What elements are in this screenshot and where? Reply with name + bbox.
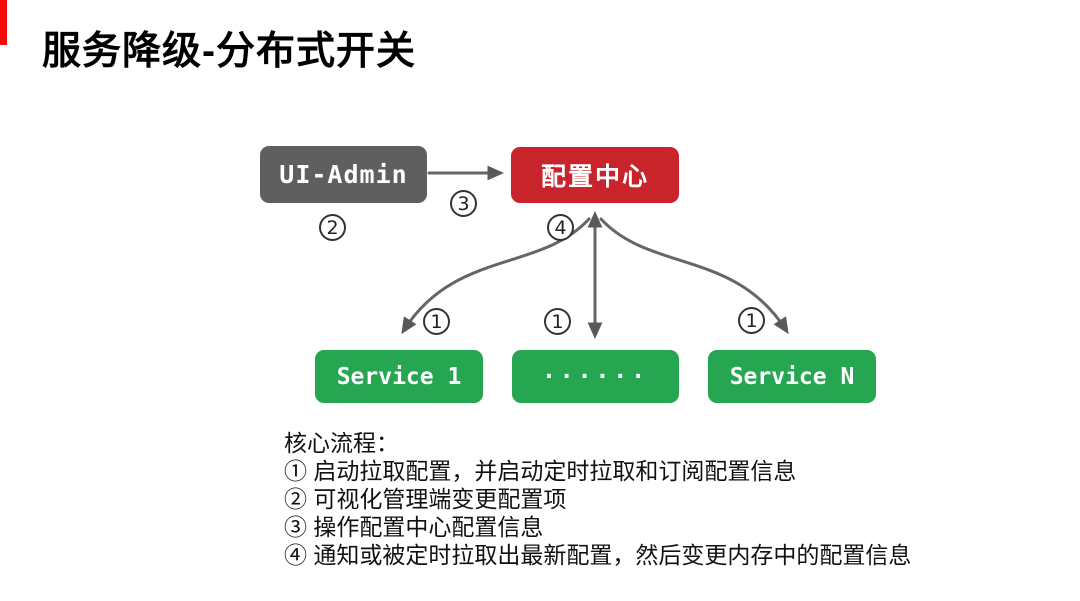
node-service-ellipsis: ······ (512, 350, 679, 403)
arrow-config-center-to-service-n (599, 217, 789, 335)
node-service-n-label: Service N (729, 363, 855, 390)
node-service-1-label: Service 1 (336, 363, 462, 390)
notes-line-2: ② 可视化管理端变更配置项 (284, 486, 567, 512)
notes-heading: 核心流程： (284, 430, 399, 456)
accent-bar (0, 0, 7, 45)
node-service-ellipsis-label: ······ (541, 363, 650, 390)
notes-line-3: ③ 操作配置中心配置信息 (284, 514, 544, 540)
core-flow-notes: 核心流程： ① 启动拉取配置，并启动定时拉取和订阅配置信息 ② 可视化管理端变更… (284, 429, 911, 569)
step-badge-1-middle: 1 (544, 308, 571, 335)
node-config-center-label: 配置中心 (540, 163, 649, 191)
node-ui-admin: UI-Admin (260, 146, 427, 203)
page-title: 服务降级-分布式开关 (42, 30, 416, 73)
node-service-1: Service 1 (315, 350, 483, 403)
node-ui-admin-label: UI-Admin (279, 160, 408, 189)
node-service-n: Service N (708, 350, 876, 403)
step-badge-1-left: 1 (423, 308, 450, 335)
step-badge-1-right: 1 (738, 307, 765, 334)
step-badge-2: 2 (319, 214, 346, 241)
step-badge-4: 4 (547, 214, 574, 241)
notes-line-4: ④ 通知或被定时拉取出最新配置，然后变更内存中的配置信息 (284, 542, 912, 568)
step-badge-3: 3 (450, 190, 477, 217)
notes-line-1: ① 启动拉取配置，并启动定时拉取和订阅配置信息 (284, 458, 797, 484)
node-config-center: 配置中心 (511, 147, 679, 203)
